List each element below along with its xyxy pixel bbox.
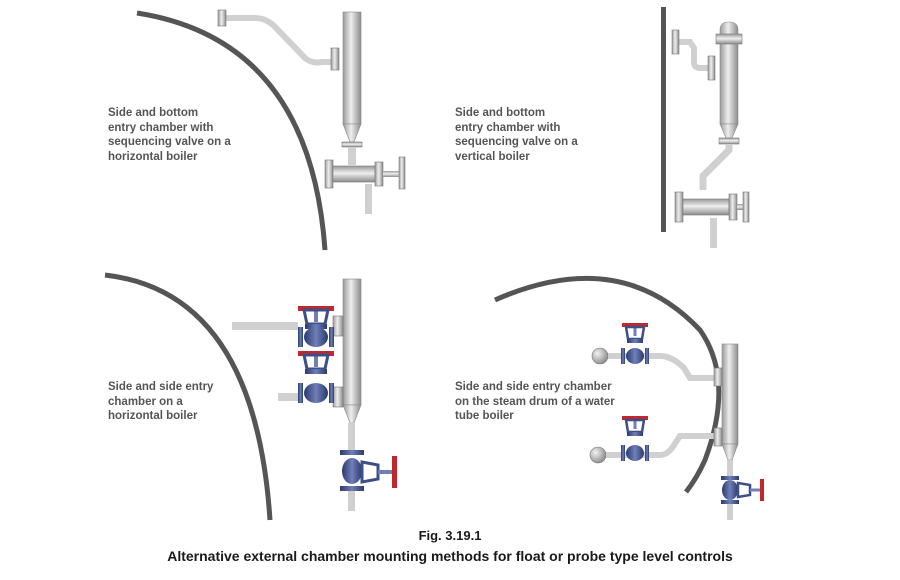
steam-drum-nozzle xyxy=(591,347,609,365)
drain-globe-valve xyxy=(721,476,764,504)
panel-top-right xyxy=(661,7,750,248)
outlet-pipe xyxy=(348,491,355,511)
chamber-side-flange xyxy=(332,386,344,408)
boiler-shell-vertical xyxy=(661,7,666,232)
figure-title: Alternative external chamber mounting me… xyxy=(167,548,733,564)
chamber-top-flange xyxy=(715,33,743,45)
chamber-side-flange xyxy=(330,47,340,71)
chamber-cone xyxy=(342,404,362,424)
figure-number: Fig. 3.19.1 xyxy=(418,528,482,543)
drain-globe-valve xyxy=(340,450,397,491)
panel-top-left xyxy=(136,9,406,251)
level-chamber xyxy=(342,278,362,406)
chamber-cone xyxy=(719,123,739,139)
chamber-side-flange xyxy=(332,315,344,337)
outlet-pipe xyxy=(727,504,733,520)
boiler-shell-horizontal xyxy=(136,10,328,251)
pipe-flange xyxy=(217,9,227,27)
valve-stem xyxy=(383,171,399,177)
chamber-bottom-flange xyxy=(718,137,740,145)
level-chamber xyxy=(721,343,739,445)
upper-connection-pipe xyxy=(232,322,298,330)
panel-bottom-left-label: Side and side entry chamber on a horizon… xyxy=(108,381,214,422)
chamber-side-flange xyxy=(713,367,723,387)
globe-valve xyxy=(298,306,334,347)
chamber-side-flange xyxy=(713,427,723,447)
chamber-bottom-flange xyxy=(341,141,363,148)
drain-pipe xyxy=(727,460,733,478)
panel-bottom-left xyxy=(104,272,397,521)
steam-pipe xyxy=(672,39,712,71)
steam-pipe xyxy=(222,15,338,66)
sequencing-valve-body xyxy=(332,165,376,183)
boiler-shell-horizontal xyxy=(104,272,273,521)
valve-flange-right xyxy=(374,161,384,187)
valve-flange-right xyxy=(728,193,738,221)
valve-flange-left xyxy=(674,191,684,223)
level-chamber xyxy=(719,21,739,125)
level-chamber xyxy=(342,11,362,125)
bottom-pipe xyxy=(699,144,733,190)
lower-connection-pipe xyxy=(606,433,716,458)
water-drum-nozzle xyxy=(589,446,607,464)
outlet-pipe xyxy=(365,184,372,214)
outlet-pipe xyxy=(710,218,717,248)
valve-stem xyxy=(737,204,743,210)
globe-valve xyxy=(621,323,649,364)
drain-pipe xyxy=(348,147,356,165)
drain-pipe xyxy=(348,423,355,453)
upper-connection-pipe xyxy=(608,353,716,381)
pipe-flange xyxy=(671,29,680,55)
sequencing-valve-body xyxy=(682,198,730,216)
steam-drum-shell xyxy=(493,275,722,494)
panel-top-left-label: Side and bottom entry chamber with seque… xyxy=(108,107,231,163)
panel-bottom-right-label: Side and side entry chamber on the steam… xyxy=(455,381,615,422)
panel-top-right-label: Side and bottom entry chamber with seque… xyxy=(455,107,578,163)
globe-valve xyxy=(621,416,649,461)
globe-valve xyxy=(298,351,334,403)
panel-bottom-right xyxy=(493,275,764,520)
lower-connection-pipe xyxy=(278,393,298,401)
chamber-cone xyxy=(721,443,739,461)
valve-handle xyxy=(742,191,750,223)
chamber-side-flange xyxy=(707,55,716,81)
valve-handle xyxy=(398,156,406,190)
valve-flange-left xyxy=(324,159,334,189)
chamber-cone xyxy=(342,123,362,143)
